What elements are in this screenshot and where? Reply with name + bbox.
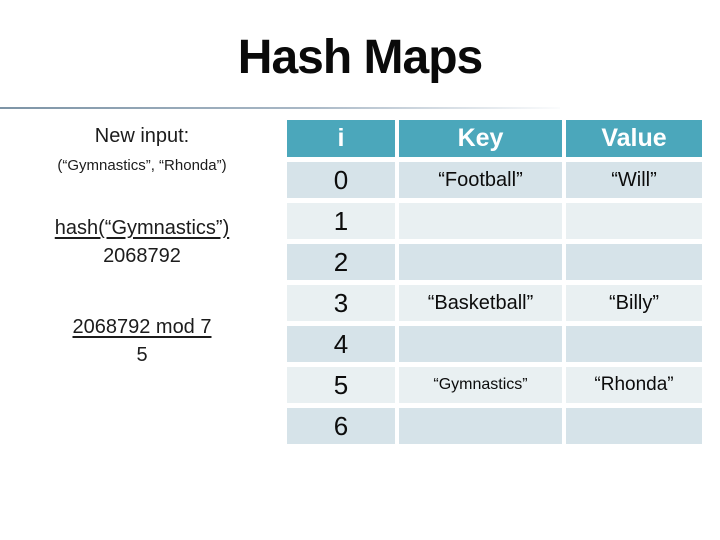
hash-result: 2068792: [103, 245, 181, 267]
table-cell-value: [566, 244, 702, 280]
table-cell-key: “Football”: [399, 162, 562, 198]
table-cell-index: 4: [287, 326, 395, 362]
hash-table: i Key Value 0 “Football” “Will” 1 2 3 “B…: [287, 120, 702, 444]
new-input-value: (“Gymnastics”, “Rhonda”): [57, 157, 227, 174]
page-title: Hash Maps: [237, 31, 483, 84]
table-cell-key: [399, 244, 562, 280]
table-cell-key: [399, 408, 562, 444]
table-cell-index: 0: [287, 162, 395, 198]
title-divider: [0, 107, 560, 109]
left-panel: New input: (“Gymnastics”, “Rhonda”) hash…: [4, 120, 280, 367]
mod-expression: 2068792 mod 7: [72, 316, 212, 338]
table-row: 4: [287, 326, 702, 362]
table-cell-index: 3: [287, 285, 395, 321]
table-row: 0 “Football” “Will”: [287, 162, 702, 198]
table-header-row: i Key Value: [287, 120, 702, 157]
table-cell-key: [399, 326, 562, 362]
table-cell-value: [566, 326, 702, 362]
table-cell-value: “Will”: [566, 162, 702, 198]
table-cell-key: “Gymnastics”: [399, 367, 562, 403]
table-row: 1: [287, 203, 702, 239]
table-cell-value: “Billy”: [566, 285, 702, 321]
table-cell-value: “Rhonda”: [566, 367, 702, 403]
table-body: 0 “Football” “Will” 1 2 3 “Basketball” “…: [287, 162, 702, 444]
hash-expression: hash(“Gymnastics”): [54, 217, 230, 239]
table-row: 5 “Gymnastics” “Rhonda”: [287, 367, 702, 403]
table-header-value: Value: [566, 120, 702, 157]
table-row: 6: [287, 408, 702, 444]
new-input-label: New input:: [94, 125, 190, 147]
table-cell-value: [566, 408, 702, 444]
table-header-key: Key: [399, 120, 562, 157]
table-cell-index: 1: [287, 203, 395, 239]
table-cell-value: [566, 203, 702, 239]
table-header-i: i: [287, 120, 395, 157]
table-row: 3 “Basketball” “Billy”: [287, 285, 702, 321]
table-cell-key: “Basketball”: [399, 285, 562, 321]
table-cell-key: [399, 203, 562, 239]
table-cell-index: 2: [287, 244, 395, 280]
table-row: 2: [287, 244, 702, 280]
table-cell-index: 5: [287, 367, 395, 403]
table-cell-index: 6: [287, 408, 395, 444]
mod-result: 5: [136, 344, 148, 366]
